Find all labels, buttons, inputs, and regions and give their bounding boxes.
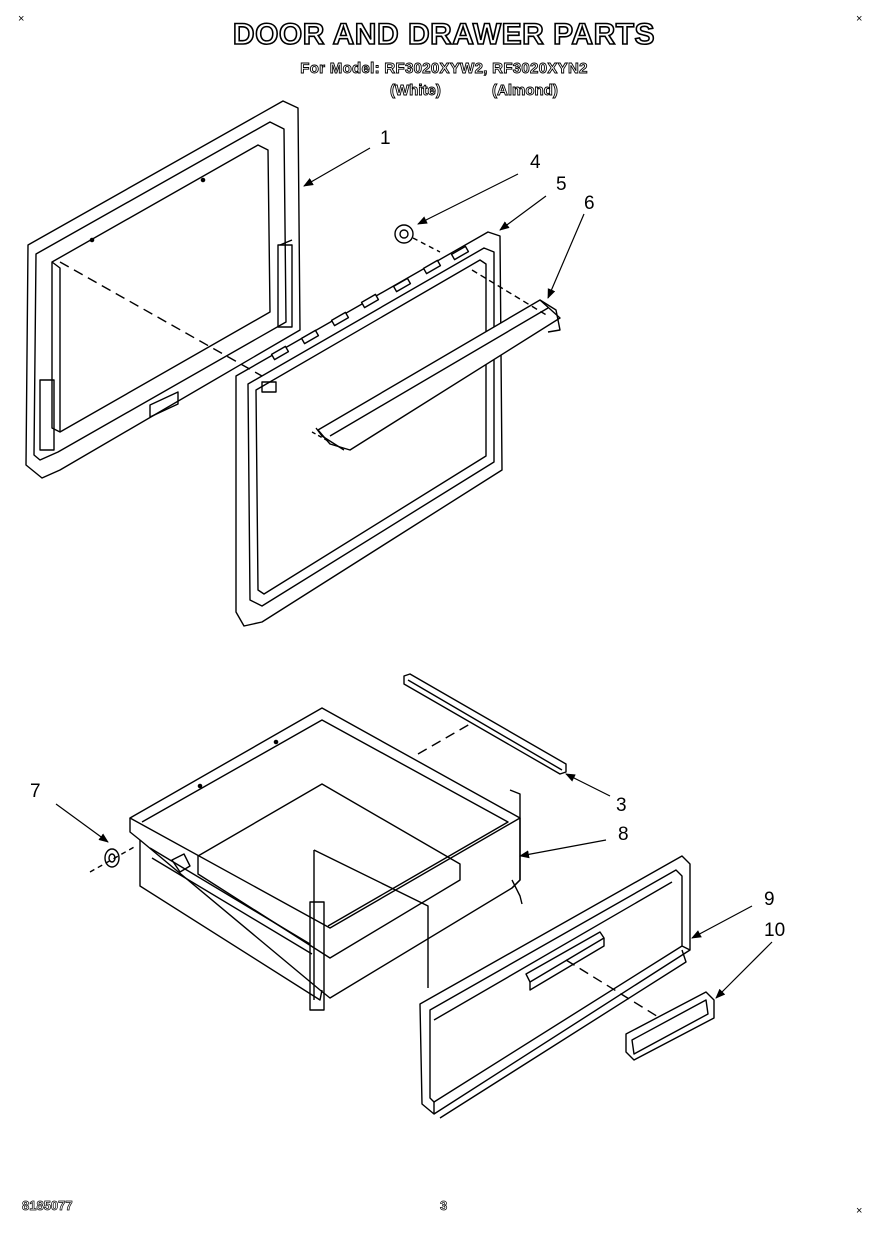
part-label-5: 5 <box>556 174 567 195</box>
part-label-4: 4 <box>530 152 541 173</box>
part-label-9: 9 <box>764 889 775 910</box>
corner-mark-top-right: × <box>856 13 863 25</box>
part-label-1: 1 <box>380 128 391 149</box>
inner-door-frame <box>25 100 301 479</box>
drawer-body <box>129 707 523 1011</box>
model-line: For Model: RF3020XYW2, RF3020XYN2 <box>300 60 588 78</box>
footer-doc-number: 8185077 <box>22 1198 73 1214</box>
spacer-part <box>394 224 441 253</box>
corner-mark-top-left: × <box>18 13 25 25</box>
corner-mark-bottom-right: × <box>856 1205 863 1217</box>
part-label-7: 7 <box>30 781 41 802</box>
drawer-handle <box>565 959 715 1061</box>
leader-arrows <box>55 147 773 999</box>
drawer-rail <box>403 673 567 775</box>
drawer-front-panel <box>419 855 691 1119</box>
part-label-3: 3 <box>616 795 627 816</box>
part-label-10: 10 <box>764 920 785 941</box>
part-label-6: 6 <box>584 193 595 214</box>
part-number-labels: 1 4 5 6 7 3 8 9 10 <box>30 128 785 941</box>
color-white-label: (White) <box>390 82 442 100</box>
footer-page-number: 3 <box>440 1198 448 1214</box>
part-label-8: 8 <box>618 824 629 845</box>
door-handle <box>311 269 561 451</box>
color-almond-label: (Almond) <box>492 82 559 100</box>
drawer-roller <box>89 845 137 873</box>
page-title: DOOR AND DRAWER PARTS <box>232 17 656 52</box>
